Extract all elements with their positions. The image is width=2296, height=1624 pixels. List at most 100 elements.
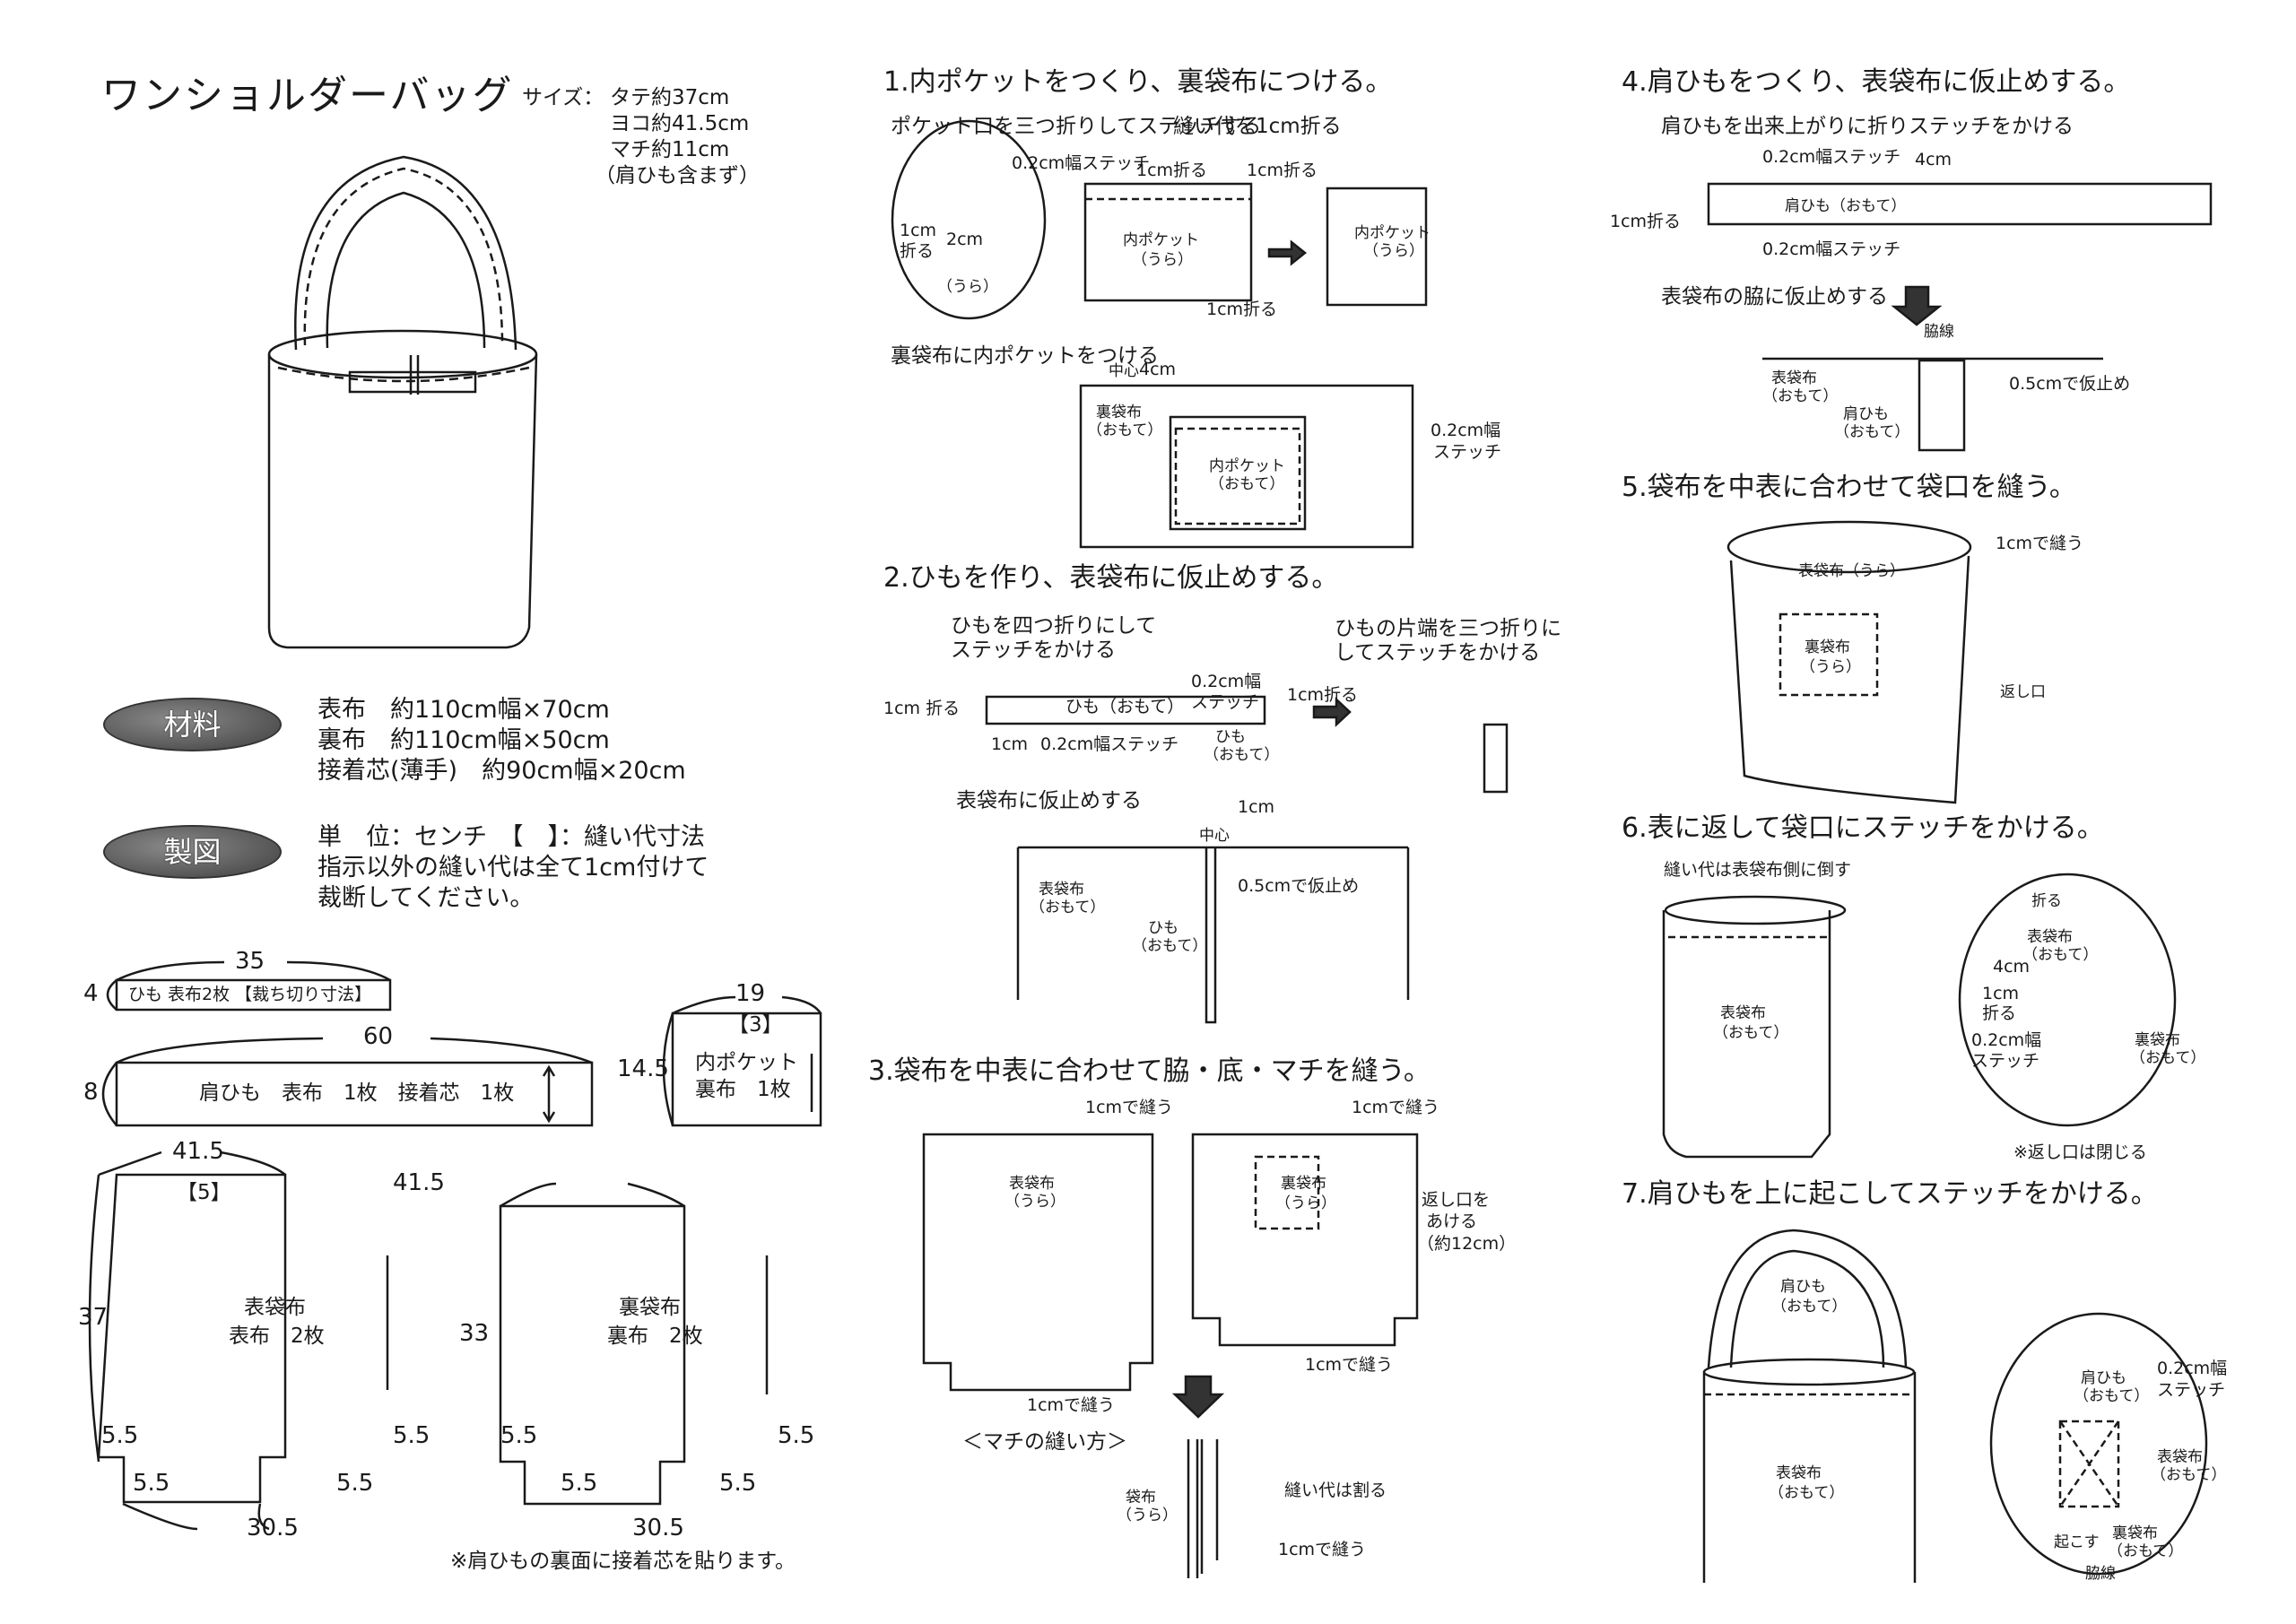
- dim-label: 41.5: [393, 1169, 445, 1196]
- annotation: 裏袋布: [1096, 404, 1142, 421]
- omote-fukuro-pattern: [97, 1173, 287, 1504]
- dim-label: 5.5: [561, 1470, 598, 1497]
- step5-bag: [1729, 555, 1970, 804]
- step1-sub: ポケット口を三つ折りしてステッチする: [891, 115, 1262, 138]
- pocket-pattern: [671, 1012, 822, 1127]
- annotation: 袋布: [1126, 1489, 1156, 1507]
- step2-strap: [985, 695, 1266, 725]
- annotation: （おもて）: [1771, 1298, 1848, 1316]
- step6-heading: 6.表に返して袋口にステッチをかける。: [1622, 812, 2104, 844]
- annotation: （うら）: [1132, 251, 1193, 269]
- annotation: 1cm: [1238, 797, 1275, 817]
- omote-piece-label: 表袋布: [244, 1296, 306, 1319]
- dim-label: 5.5: [101, 1422, 139, 1449]
- step2-sub: 表袋布に仮止めする: [956, 789, 1142, 812]
- dim-label: 5.5: [500, 1422, 538, 1449]
- step6-detail-circle: [1958, 873, 2177, 1127]
- step7-detail-circle: [1989, 1312, 2208, 1576]
- annotation: 起こす: [2054, 1533, 2100, 1551]
- dim-label: 37: [78, 1304, 109, 1331]
- step1-heading: 1.内ポケットをつくり、裏袋布につける。: [883, 66, 1393, 98]
- material-line: 裏布 約110cm幅×50cm: [317, 726, 610, 754]
- annotation: 裏袋布: [2112, 1524, 2158, 1542]
- annotation: 内ポケット: [1209, 457, 1285, 475]
- step6-bag: [1662, 910, 1831, 1159]
- annotation: 1cm 折る: [883, 699, 961, 718]
- annotation: （うら）: [1275, 1194, 1336, 1212]
- annotation: （おもて）: [1204, 746, 1280, 764]
- himo-piece-label: ひも 表布2枚 【裁ち切り寸法】: [128, 985, 372, 1004]
- dim-label: 60: [363, 1023, 394, 1050]
- pattern-note: 指示以外の縫い代は全て1cm付けて: [317, 854, 709, 881]
- annotation: 0.2cm幅ステッチ: [1762, 239, 1901, 259]
- seam-label: 【3】: [728, 1013, 783, 1037]
- annotation: 1cmで縫う: [1278, 1540, 1367, 1559]
- dim-label: 30.5: [247, 1515, 299, 1541]
- annotation: 肩ひも: [1843, 405, 1889, 423]
- annotation: 1cm: [900, 221, 937, 240]
- dim-label: 5.5: [336, 1470, 374, 1497]
- dim-label: 4: [83, 980, 99, 1007]
- annotation: 表袋布: [1009, 1175, 1055, 1193]
- annotation: （おもて）: [1769, 1484, 1845, 1502]
- step3-heading: 3.袋布を中表に合わせて脇・底・マチを縫う。: [868, 1055, 1431, 1087]
- annotation: （おもて）: [2108, 1542, 2184, 1560]
- annotation: ひも（おもて）: [1065, 697, 1185, 716]
- annotation: （おもて）: [1762, 387, 1839, 405]
- dim-label: 5.5: [393, 1422, 430, 1449]
- pocket-piece-label: 内ポケット: [695, 1051, 798, 1074]
- annotation: 1cmで縫う: [1996, 534, 2084, 553]
- dim-label: 5.5: [778, 1422, 815, 1449]
- step2-sub: ひもを四つ折りにして: [951, 614, 1157, 638]
- annotation: （うら）: [1004, 1193, 1065, 1211]
- annotation: 肩ひも: [1780, 1278, 1826, 1296]
- dim-label: 41.5: [172, 1138, 224, 1165]
- annotation: 1cm折る: [1136, 161, 1208, 180]
- himo-pattern: [115, 978, 392, 1012]
- annotation: ひも: [1148, 919, 1178, 937]
- annotation: 裏袋布: [2135, 1031, 2180, 1049]
- annotation: 折る: [1982, 1003, 2017, 1023]
- step1-sub: 縫い代を1cm折る: [1173, 115, 1342, 138]
- step2-heading: 2.ひもを作り、表袋布に仮止めする。: [883, 562, 1339, 594]
- annotation: 0.5cmで仮止め: [1238, 876, 1360, 896]
- step4-sub: 表袋布の脇に仮止めする: [1661, 285, 1888, 308]
- dim-label: 33: [459, 1320, 490, 1347]
- annotation: 2cm: [946, 230, 984, 249]
- annotation: ステッチ: [1433, 442, 1502, 462]
- step3-outer: [922, 1133, 1154, 1392]
- annotation: 0.2cm幅ステッチ: [1762, 147, 1901, 167]
- dim-label: 5.5: [133, 1470, 170, 1497]
- step6-sub: 縫い代は表袋布側に倒す: [1664, 860, 1852, 880]
- step7-bag: [1702, 1372, 1917, 1583]
- annotation: 4cm: [1993, 957, 2031, 977]
- dim-label: 5.5: [719, 1470, 757, 1497]
- annotation: （うら）: [1117, 1507, 1178, 1524]
- annotation: 表袋布: [2027, 928, 2073, 946]
- annotation: 1cmで縫う: [1027, 1395, 1116, 1415]
- annotation: 1cm折る: [1206, 300, 1278, 319]
- annotation: 表袋布: [1771, 369, 1817, 387]
- annotation: （おもて）: [2022, 946, 2099, 964]
- size-gusset: マチ約11cm: [610, 138, 730, 161]
- size-label: サイズ：: [522, 86, 604, 109]
- annotation: 1cmで縫う: [1085, 1098, 1174, 1117]
- annotation: （おもて）: [1209, 475, 1285, 493]
- annotation: 0.2cm幅: [2157, 1359, 2228, 1378]
- pattern-footnote: ※肩ひもの裏面に接着芯を貼ります。: [450, 1550, 796, 1573]
- annotation: ステッチ: [1971, 1051, 2040, 1071]
- annotation: （おもて）: [1713, 1024, 1789, 1042]
- annotation: 0.2cm幅: [1431, 421, 1501, 440]
- annotation: 表袋布（うら）: [1798, 562, 1905, 580]
- annotation: （うら）: [937, 278, 998, 296]
- material-line: 接着芯(薄手) 約90cm幅×20cm: [317, 757, 686, 785]
- annotation: 中心: [1199, 827, 1230, 845]
- dim-label: 8: [83, 1079, 99, 1106]
- annotation: 肩ひも: [2081, 1369, 2126, 1387]
- materials-badge: 材料: [103, 698, 282, 751]
- annotation: 1cm折る: [1287, 685, 1359, 705]
- pattern-note: 単 位：センチ 【 】：縫い代寸法: [317, 823, 705, 851]
- size-note: （肩ひも含まず）: [595, 164, 760, 187]
- annotation: ひも: [1215, 728, 1246, 746]
- step1-sub: 裏袋布に内ポケットをつける: [891, 344, 1159, 368]
